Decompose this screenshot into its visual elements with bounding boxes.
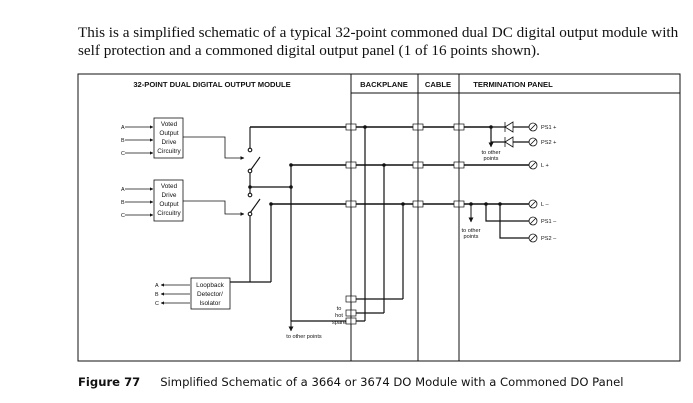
- diode-ps1: [504, 121, 514, 133]
- voted-drive-output-block: [153, 179, 184, 222]
- block2-line3: Output: [159, 201, 178, 208]
- label-to-hot-spare-2: hot: [335, 313, 343, 319]
- diagram-frame: [77, 73, 681, 362]
- junction-ps: [489, 125, 493, 129]
- figure-number: Figure 77: [78, 375, 141, 389]
- label-to-hot-spare-3: spare: [332, 320, 346, 326]
- terminal-label-ps2-minus: PS2 –: [541, 236, 557, 242]
- terminal-screws: [528, 122, 538, 243]
- block1-line3: Drive: [162, 139, 177, 146]
- block2-label-a: A: [121, 187, 125, 193]
- junction-dot-3: [269, 202, 273, 206]
- wire-ps1-minus: [485, 204, 529, 222]
- terminal-label-ps1-minus: PS1 –: [541, 219, 557, 225]
- junction-spare-1: [363, 125, 367, 129]
- label-to-other-points-2b: points: [464, 234, 479, 240]
- block2-label-b: B: [121, 200, 125, 206]
- block1-line4: Circuitry: [157, 148, 181, 155]
- block1-line1: Voted: [161, 121, 178, 128]
- block1-line2: Output: [159, 130, 178, 137]
- label-to-other-points-1b: points: [484, 156, 499, 162]
- figure-title: Simplified Schematic of a 3664 or 3674 D…: [160, 375, 624, 389]
- loopback-line2: Detector/: [197, 291, 223, 298]
- junction-dot-4: [248, 185, 252, 189]
- loopback-detector-block: [190, 277, 231, 310]
- junction-lminus-2: [484, 202, 488, 206]
- block2-label-c: C: [121, 213, 125, 219]
- header-cable: CABLE: [425, 80, 451, 89]
- junction-spare-3: [401, 202, 405, 206]
- block2-line2: Drive: [162, 192, 177, 199]
- terminal-label-ps1-plus: PS1 +: [541, 125, 556, 131]
- block2-line4: Circuitry: [157, 210, 181, 217]
- junction-spare-2: [382, 163, 386, 167]
- block2-line1: Voted: [161, 183, 178, 190]
- terminal-label-l-minus: L –: [541, 202, 549, 208]
- loopback-line3: Isolator: [200, 300, 222, 307]
- label-to-other-points-bottom: to other points: [286, 334, 322, 340]
- terminal-label-ps2-plus: PS2 +: [541, 140, 556, 146]
- diode-ps2: [504, 136, 514, 148]
- label-to-hot-spare-1: to: [337, 306, 342, 312]
- loopback-label-c: C: [155, 301, 159, 307]
- header-backplane: BACKPLANE: [360, 80, 408, 89]
- figure-caption: Figure 77 Simplified Schematic of a 3664 …: [78, 375, 623, 389]
- connector-pins: [345, 123, 465, 325]
- block2-output-wire: [183, 200, 245, 216]
- intro-paragraph: This is a simplified schematic of a typi…: [78, 24, 679, 59]
- terminal-label-l-plus: L +: [541, 163, 549, 169]
- loopback-label-b: B: [155, 292, 159, 298]
- junction-dot-1: [289, 185, 293, 189]
- header-module: 32-POINT DUAL DIGITAL OUTPUT MODULE: [133, 80, 290, 89]
- label-to-other-points-1a: to other: [482, 150, 501, 156]
- block1-label-c: C: [121, 151, 125, 157]
- loopback-label-a: A: [155, 283, 159, 289]
- loopback-line1: Loopback: [196, 282, 225, 289]
- block1-output-wire: [183, 136, 245, 160]
- switch-1: [247, 127, 261, 187]
- switch-2: [247, 187, 261, 282]
- junction-dot-2: [289, 163, 293, 167]
- block1-label-b: B: [121, 138, 125, 144]
- voted-output-drive-block: [153, 117, 184, 159]
- junction-lminus-1: [469, 202, 473, 206]
- junction-lminus-3: [498, 202, 502, 206]
- block1-label-a: A: [121, 125, 125, 131]
- label-to-other-points-2a: to other: [462, 228, 481, 234]
- header-termination: TERMINATION PANEL: [473, 80, 553, 89]
- wire-ps2-minus: [499, 204, 529, 239]
